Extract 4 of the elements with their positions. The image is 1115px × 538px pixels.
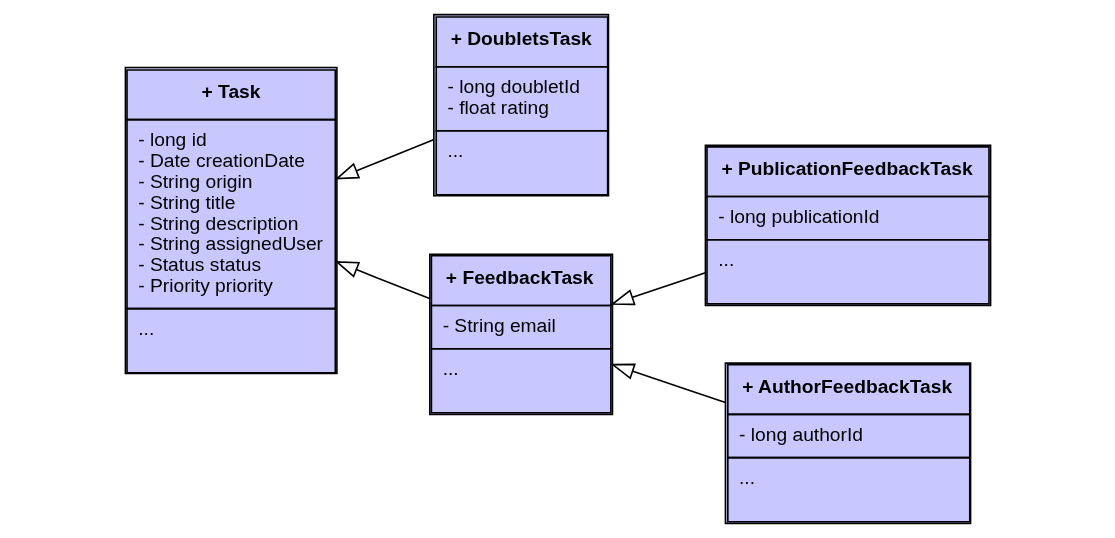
arrow [334,139,434,180]
arrow [609,363,726,404]
arrow [334,260,430,300]
arrow [609,272,706,306]
